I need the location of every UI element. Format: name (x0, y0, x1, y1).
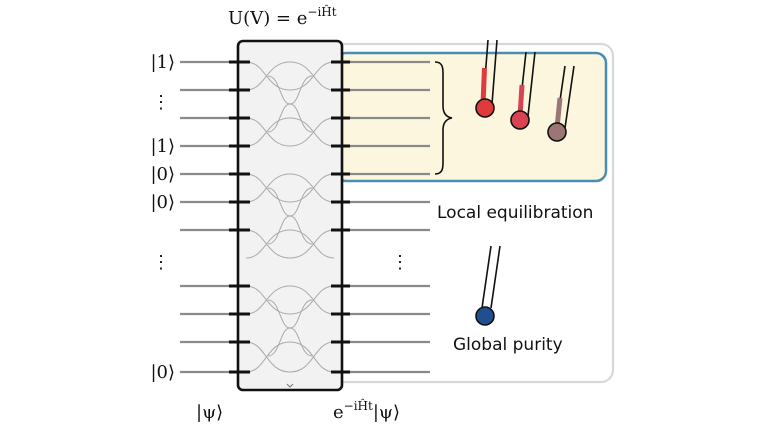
input-label: |1⟩ (150, 52, 175, 73)
global-purity-label: Global purity (453, 335, 563, 355)
thermometer-cool-icon (547, 65, 575, 142)
subsystem-brace-icon (434, 61, 453, 175)
input-label: |0⟩ (150, 192, 175, 213)
input-label: |0⟩ (150, 362, 175, 383)
output-state-psi: e−iĤt|ψ⟩ (333, 398, 400, 423)
input-label: |1⟩ (150, 136, 175, 157)
thermometer-warm-icon (510, 51, 536, 130)
input-state-labels: |1⟩ ⋮ |1⟩ |0⟩ |0⟩ ⋮ |0⟩ (150, 52, 175, 383)
output-ellipsis: ⋮ (391, 252, 409, 273)
input-ellipsis: ⋮ (152, 252, 170, 273)
box-terminals (229, 60, 350, 374)
thermometer-hot-icon (475, 39, 498, 118)
thermometer-global-icon (475, 245, 501, 326)
local-equilibration-label: Local equilibration (437, 203, 593, 223)
unitary-formula: U(V) = e−iĤt (228, 4, 337, 29)
input-ellipsis: ⋮ (152, 92, 170, 113)
input-label: |0⟩ (150, 164, 175, 185)
input-state-psi: |ψ⟩ (196, 402, 223, 423)
unitary-braids (245, 61, 335, 388)
